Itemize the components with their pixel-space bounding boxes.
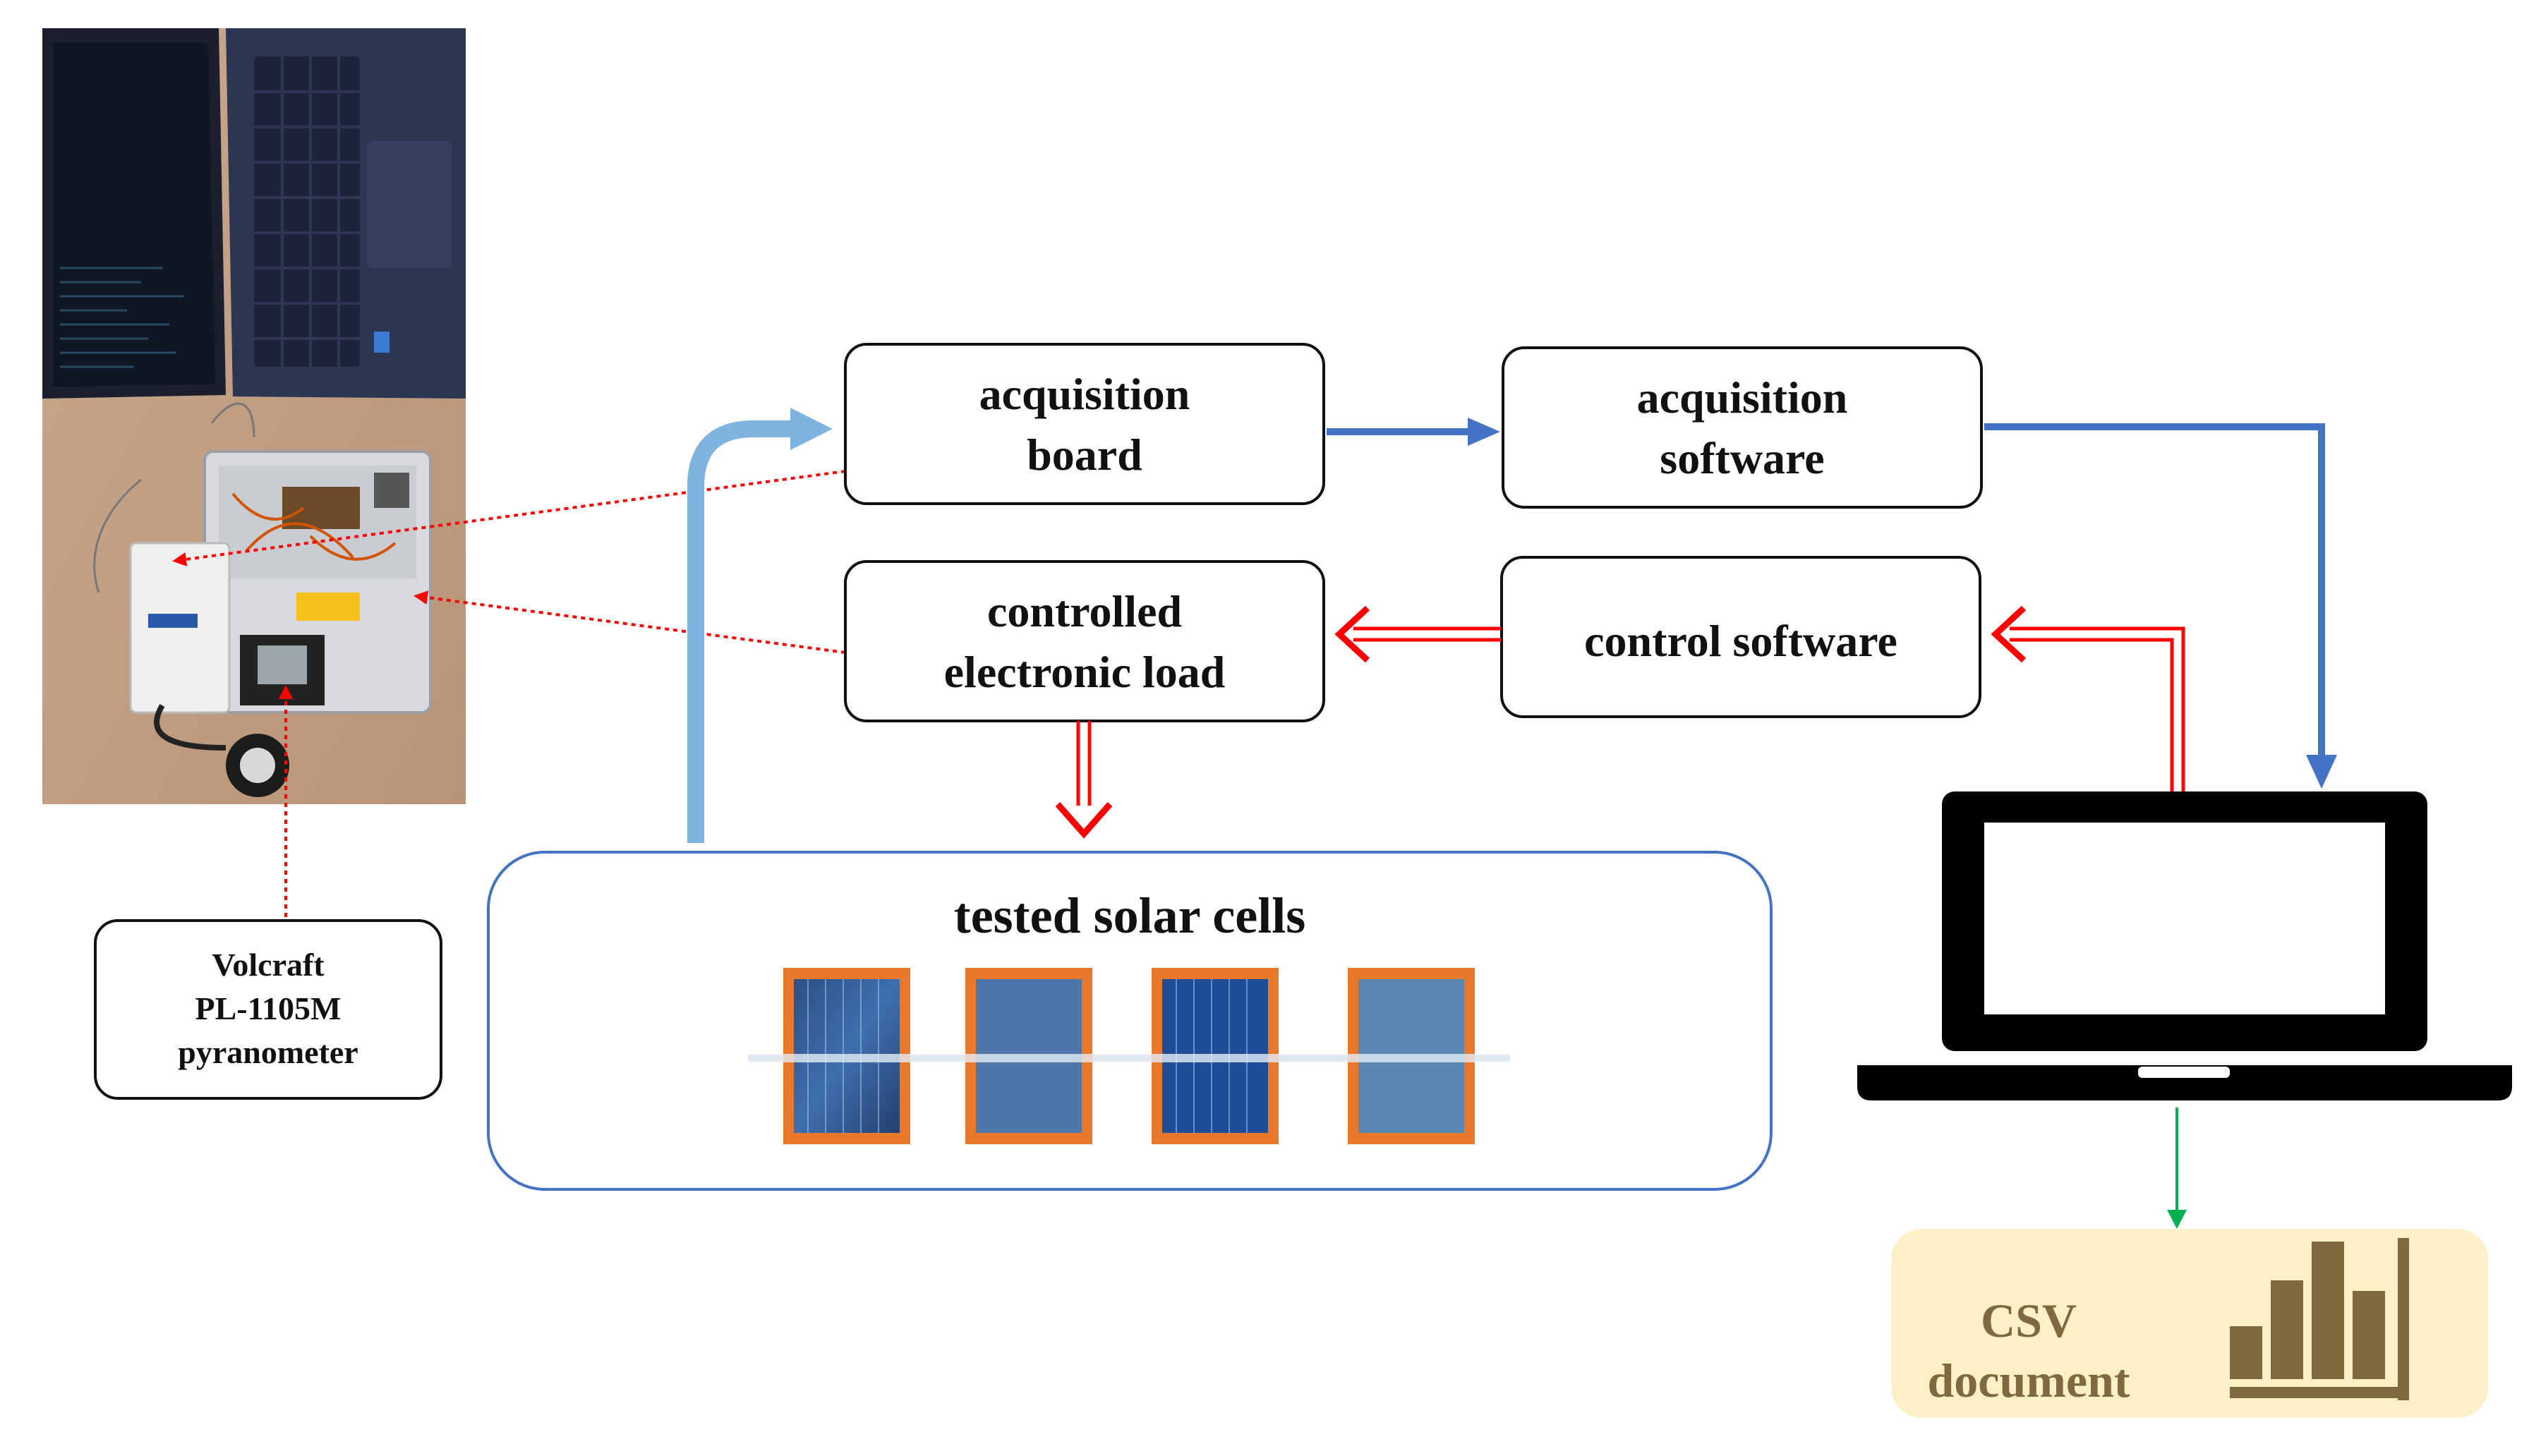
setup-photo [42,28,466,804]
arrow-software-to-laptop [1984,423,2325,758]
controlled-load-line2: electronic load [944,647,1226,697]
pyranometer-line3: pyranometer [178,1034,358,1070]
acquisition-software-box: acquisition software [1502,346,1983,509]
signal-arrow [687,408,833,843]
control-software-box: control software [1500,556,1981,718]
pointer-acquisition-board [172,470,846,566]
photo-enclosure [203,450,432,714]
acquisition-software-line2: software [1660,433,1824,483]
csv-line1: CSV [1981,1294,2077,1347]
pyranometer-line2: PL-1105M [195,990,342,1026]
acquisition-board-line2: board [1027,430,1142,480]
photo-laptop [42,28,466,399]
solar-cells-panel: tested solar cells [487,851,1773,1191]
pyranometer-line1: Volcraft [212,947,325,983]
data-flow-arrows [1327,418,2337,789]
pyranometer-box: Volcraft PL-1105M pyranometer [94,919,442,1100]
photo-daq-module [129,542,231,714]
acquisition-board-line1: acquisition [979,369,1190,419]
acquisition-board-box: acquisition board [844,343,1325,505]
output-arrow [2167,1108,2187,1229]
csv-line2: document [1927,1354,2130,1407]
arrow-laptop-to-control [2010,638,2174,794]
solar-cells-title: tested solar cells [954,887,1306,944]
acquisition-software-line1: acquisition [1637,372,1848,423]
pointer-controlled-load [414,590,846,654]
controlled-load-box: controlled electronic load [844,560,1325,722]
control-flow-arrows [1055,605,2185,839]
controlled-load-line1: controlled [987,586,1182,636]
bar-chart-icon [2230,1238,2409,1400]
laptop-icon [1857,791,2512,1100]
csv-document: CSV document [1891,1229,2488,1418]
control-software-label: control software [1584,616,1897,666]
photo-pointers [172,470,846,917]
